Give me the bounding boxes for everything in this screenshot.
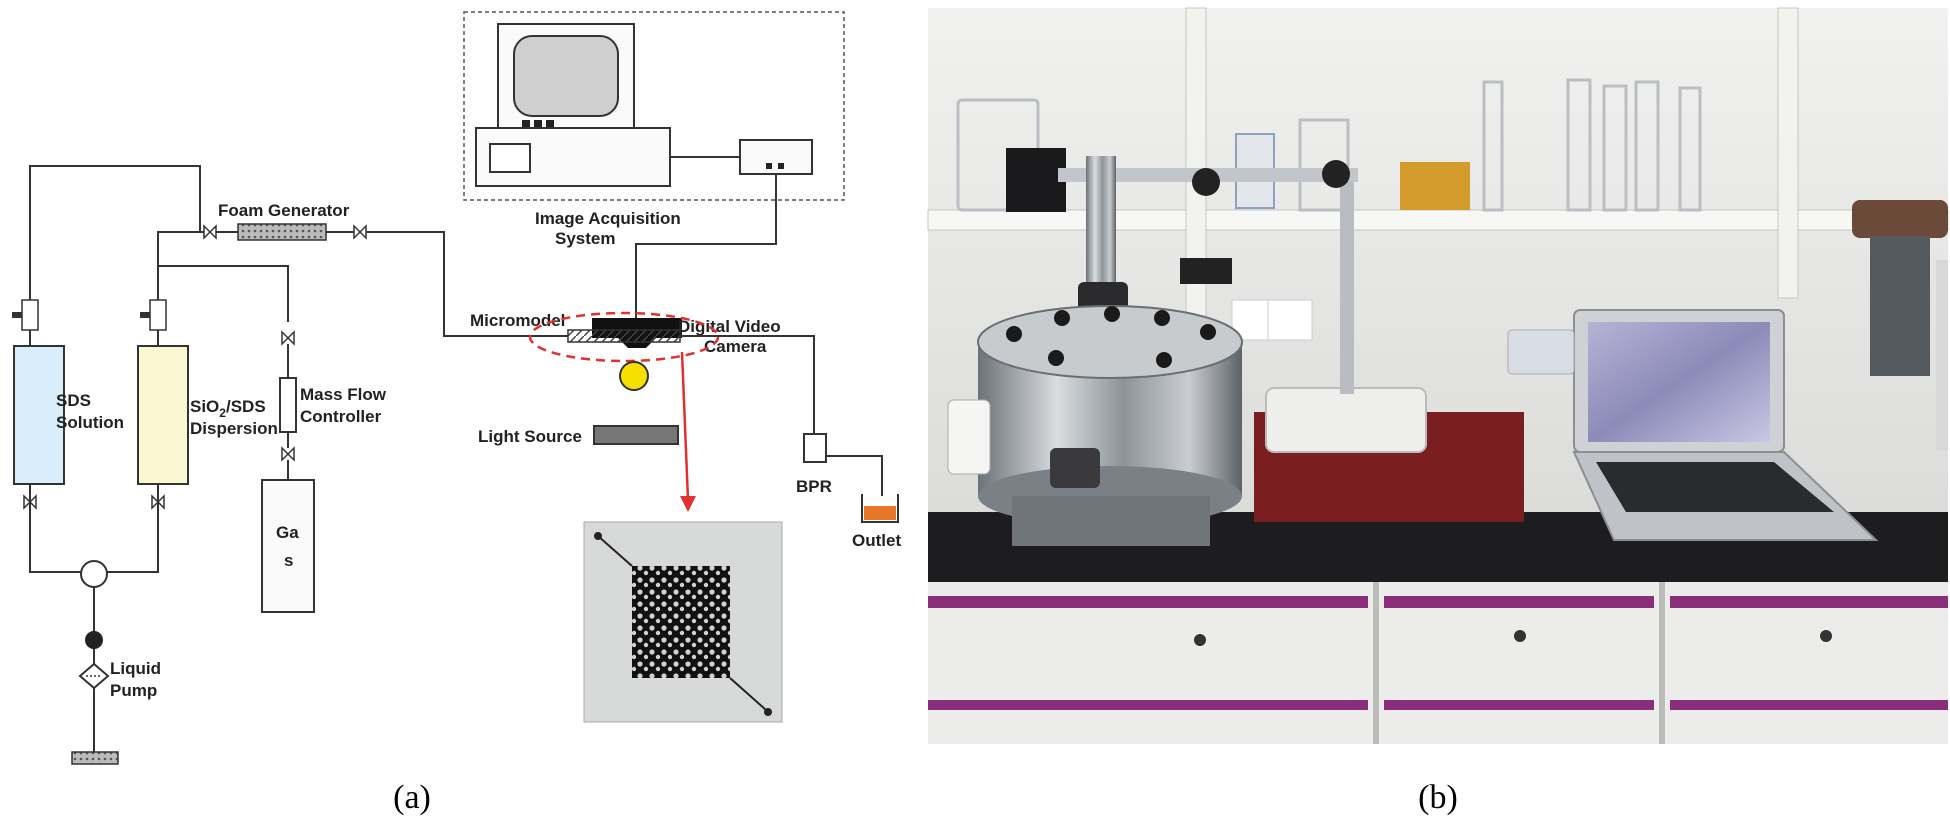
arrow-down-icon	[680, 496, 696, 512]
laptop	[1572, 309, 1879, 541]
control-box	[947, 399, 991, 475]
capture-device	[739, 139, 813, 175]
label-liquid-2: Pump	[110, 681, 157, 700]
valve-icons-top	[203, 224, 367, 240]
caption-b: (b)	[1418, 779, 1458, 816]
drawer-lock-icon	[1194, 634, 1206, 646]
label-sio2-2: Dispersion	[190, 419, 278, 438]
dark-bottle	[1006, 148, 1066, 212]
liquid-pump-assembly: Liquid Pump	[71, 560, 161, 765]
label-image-acquisition-2: System	[555, 229, 615, 248]
micromodel: Micromodel	[470, 311, 815, 512]
monitor-screen	[513, 35, 619, 117]
label-light-source: Light Source	[478, 427, 582, 446]
light-bulb-icon	[619, 361, 649, 391]
sio2-dispersion-tank: SiO2/SDS Dispersion	[137, 299, 278, 510]
micromodel-photo	[583, 521, 783, 723]
back-pressure-regulator: BPR	[796, 433, 883, 496]
label-digital-video-1: Digital Video	[678, 317, 781, 336]
image-acquisition-system: Image Acquisition System	[463, 11, 845, 318]
foam-generator: Foam Generator	[218, 201, 350, 241]
laptop-screen	[1588, 322, 1770, 442]
sio2-tank-body	[137, 345, 189, 485]
mass-flow-controller: Mass Flow Controller	[279, 330, 387, 480]
label-sds-2: Solution	[56, 413, 124, 432]
highlight-ellipse	[528, 311, 720, 363]
glassware	[956, 78, 1702, 212]
drawer-lock-icon	[1820, 630, 1832, 642]
label-liquid-1: Liquid	[110, 659, 161, 678]
label-sio2-1: SiO2/SDS	[190, 397, 266, 420]
label-sds-1: SDS	[56, 391, 91, 410]
label-mfc-1: Mass Flow	[300, 385, 387, 404]
label-bpr: BPR	[796, 477, 832, 496]
gas-cylinder: Ga s	[261, 479, 315, 613]
drawer-bank	[928, 582, 1948, 744]
microscope-stand	[1058, 156, 1427, 453]
label-micromodel: Micromodel	[470, 311, 565, 330]
panel-b-lab-photo	[927, 7, 1949, 744]
light-source: Light Source	[478, 361, 679, 446]
caption-a: (a)	[393, 779, 431, 816]
label-gas-2: s	[284, 551, 293, 570]
drawer-lock-icon	[1514, 630, 1526, 642]
panel-a-schematic: Image Acquisition System Digital Video C…	[12, 11, 901, 765]
label-image-acquisition-1: Image Acquisition	[535, 209, 681, 228]
pump-icon	[85, 631, 103, 649]
outlet-beaker: Outlet	[852, 494, 901, 550]
sds-tank-body	[13, 345, 65, 485]
label-outlet: Outlet	[852, 531, 901, 550]
reservoir	[71, 751, 119, 765]
sds-solution-tank: SDS Solution	[12, 299, 124, 510]
label-mfc-2: Controller	[300, 407, 382, 426]
three-way-valve	[80, 560, 108, 588]
micromodel-holder-vessel	[977, 305, 1243, 546]
tube-rack	[1400, 162, 1470, 210]
label-gas-1: Ga	[276, 523, 299, 542]
stirrer-equipment	[1852, 200, 1948, 450]
label-foam-generator: Foam Generator	[218, 201, 350, 220]
label-digital-video-2: Camera	[704, 337, 767, 356]
